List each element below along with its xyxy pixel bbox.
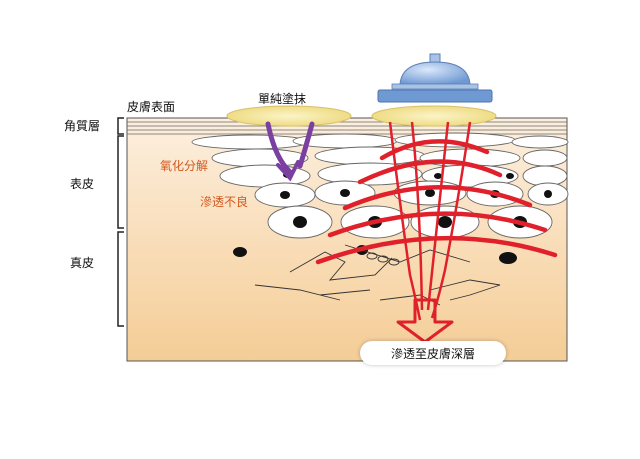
right-application-pad — [371, 105, 497, 127]
oxidation-label: 氧化分解 — [160, 159, 209, 173]
layer-brackets — [117, 117, 124, 327]
purple-arrows — [265, 121, 315, 182]
poor-penetration-label: 滲透不良 — [200, 195, 249, 209]
device-probe-icon — [377, 53, 493, 103]
cell-nuclei — [233, 172, 552, 264]
stratum-corneum-label: 角質層 — [64, 119, 101, 133]
simple-application-label: 單純塗抹 — [258, 92, 307, 106]
red-penetration-arrows — [388, 121, 472, 321]
dermis-label: 真皮 — [70, 256, 95, 270]
skin-surface-label: 皮膚表面 — [127, 100, 176, 114]
deep-penetration-label: 滲透至皮膚深層 — [360, 341, 506, 365]
epidermis-label: 表皮 — [70, 177, 95, 191]
down-arrow-icon — [396, 298, 454, 344]
left-application-pad — [226, 105, 352, 127]
dermis-fibers — [254, 244, 501, 306]
